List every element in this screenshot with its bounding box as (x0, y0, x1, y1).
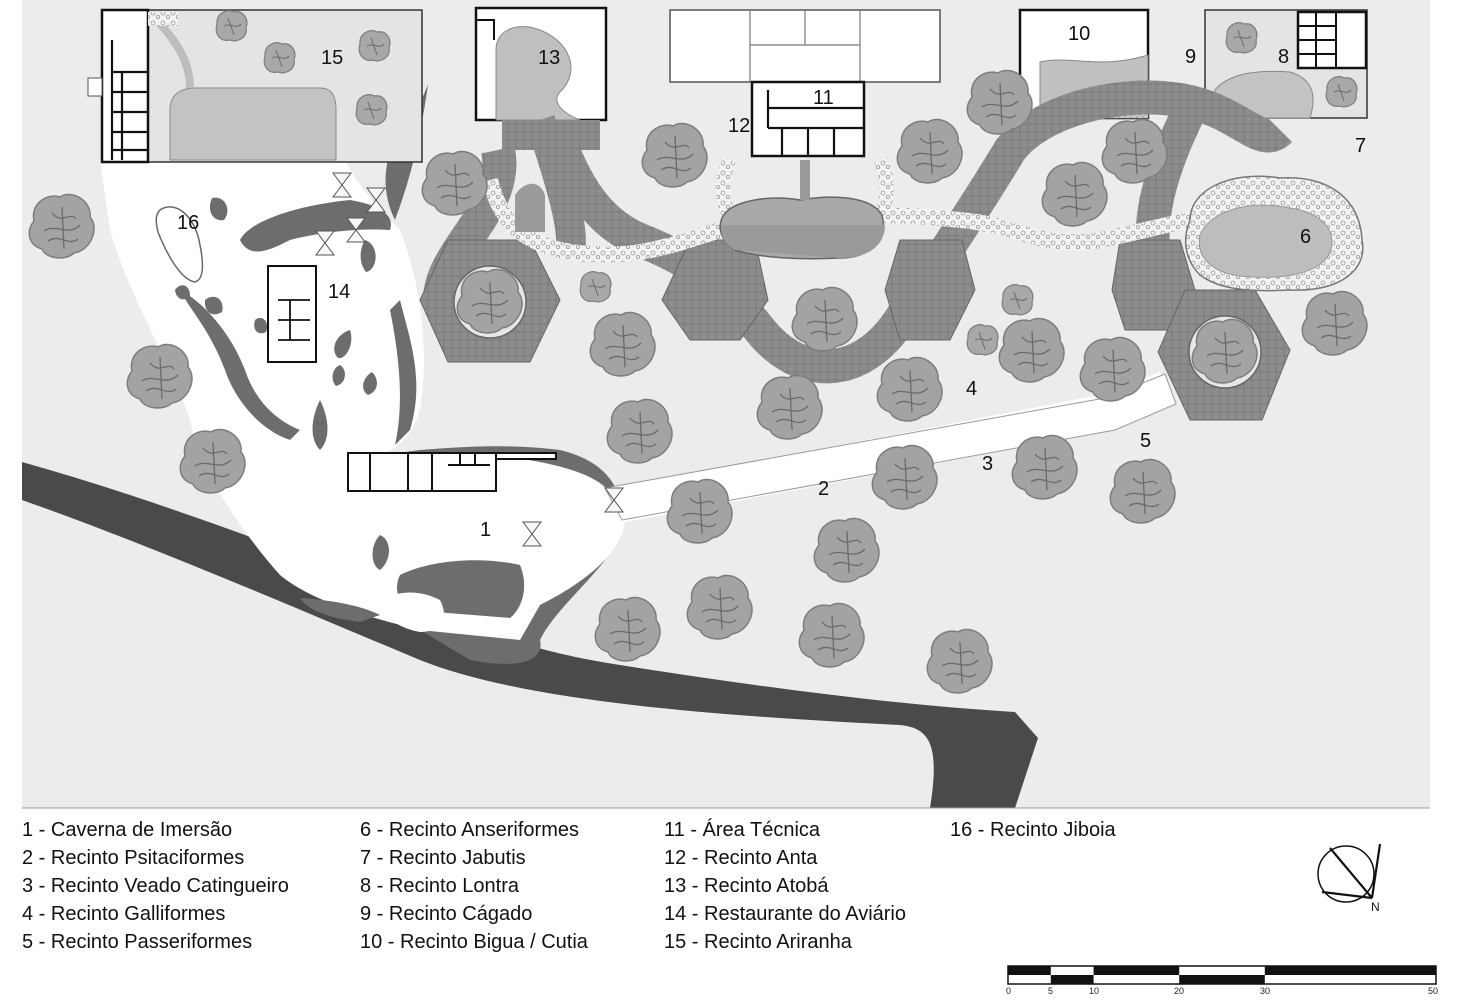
area-label-3: 3 (982, 453, 993, 475)
area-label-12: 12 (728, 115, 750, 137)
cave-building (347, 452, 497, 492)
visitor-path (100, 160, 1175, 640)
legend-item: 16 - Recinto Jiboia (950, 819, 1116, 841)
area-label-2: 2 (818, 478, 829, 500)
scale-tick-label: 50 (1428, 986, 1438, 996)
area-label-5: 5 (1140, 430, 1151, 452)
legend-item: 3 - Recinto Veado Catingueiro (22, 875, 289, 897)
restaurant-building (267, 265, 317, 363)
north-arrow-icon: N (1317, 843, 1382, 914)
area-label-14: 14 (328, 281, 350, 303)
legend-item: 13 - Recinto Atobá (664, 875, 829, 897)
area-label-7: 7 (1355, 135, 1366, 157)
area-label-9: 9 (1185, 46, 1196, 68)
area-label-10: 10 (1068, 23, 1090, 45)
legend-item: 6 - Recinto Anseriformes (360, 819, 579, 841)
area-label-16: 16 (177, 212, 199, 234)
scale-tick-label: 10 (1089, 986, 1099, 996)
legend-column-3: 11 - Área Técnica 12 - Recinto Anta 13 -… (664, 816, 906, 956)
scale-tick-label: 20 (1174, 986, 1184, 996)
area-label-1: 1 (480, 519, 491, 541)
scale-tick-label: 0 (1006, 986, 1011, 996)
map-legend: 1 - Caverna de Imersão 2 - Recinto Psita… (22, 816, 1282, 966)
area-labels: 1 2 3 4 5 6 7 8 9 10 11 12 13 14 15 16 (177, 23, 1366, 541)
legend-item: 8 - Recinto Lontra (360, 875, 519, 897)
legend-item: 10 - Recinto Bigua / Cutia (360, 931, 588, 953)
legend-column-2: 6 - Recinto Anseriformes 7 - Recinto Jab… (360, 816, 588, 956)
area-label-15: 15 (321, 47, 343, 69)
legend-item: 1 - Caverna de Imersão (22, 819, 233, 841)
legend-item: 9 - Recinto Cágado (360, 903, 533, 925)
legend-item: 14 - Restaurante do Aviário (664, 903, 907, 925)
area-label-6: 6 (1300, 226, 1311, 248)
area-label-11: 11 (813, 87, 834, 109)
legend-item: 11 - Área Técnica (664, 819, 821, 841)
legend-item: 12 - Recinto Anta (664, 847, 818, 869)
north-label: N (1371, 900, 1380, 914)
legend-column-1: 1 - Caverna de Imersão 2 - Recinto Psita… (22, 816, 289, 956)
scale-bar: 0 5 10 20 30 50 (1006, 965, 1438, 996)
area-label-8: 8 (1278, 46, 1289, 68)
legend-item: 2 - Recinto Psitaciformes (22, 847, 245, 869)
area-label-13: 13 (538, 47, 560, 69)
scale-tick-label: 5 (1048, 986, 1053, 996)
area-label-4: 4 (966, 378, 977, 400)
legend-column-4: 16 - Recinto Jiboia (950, 816, 1116, 844)
site-plan-map: 1 2 3 4 5 6 7 8 9 10 11 12 13 14 15 16 (22, 0, 1430, 809)
scale-tick-label: 30 (1260, 986, 1270, 996)
legend-item: 5 - Recinto Passeriformes (22, 931, 253, 953)
legend-item: 7 - Recinto Jabutis (360, 847, 526, 869)
legend-item: 15 - Recinto Ariranha (664, 931, 852, 953)
legend-item: 4 - Recinto Galliformes (22, 903, 226, 925)
